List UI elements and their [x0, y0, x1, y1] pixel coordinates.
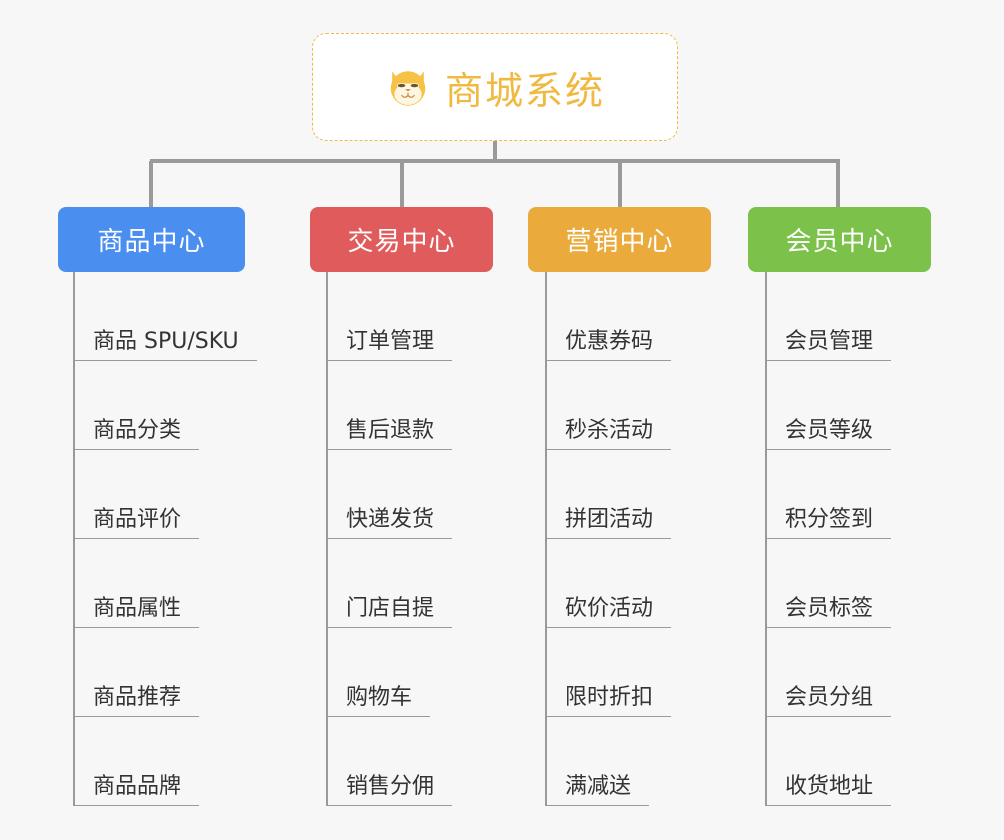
- list-item[interactable]: 秒杀活动: [547, 361, 711, 450]
- leaf-label: 商品评价: [75, 506, 200, 539]
- branch-trunk-line-1: [326, 272, 328, 806]
- list-item[interactable]: 限时折扣: [547, 628, 711, 717]
- leaf-label: 销售分佣: [328, 773, 453, 806]
- branch-trunk-line-3: [765, 272, 767, 806]
- list-item[interactable]: 会员标签: [767, 539, 931, 628]
- branch-header-1[interactable]: 交易中心: [310, 207, 493, 272]
- branch-column-3: 会员中心 会员管理 会员等级 积分签到 会员标签 会员分组 收货地址: [748, 207, 931, 806]
- list-item[interactable]: 拼团活动: [547, 450, 711, 539]
- leaf-label: 售后退款: [328, 417, 453, 450]
- list-item[interactable]: 购物车: [328, 628, 493, 717]
- leaf-label: 会员标签: [767, 595, 892, 628]
- list-item[interactable]: 会员等级: [767, 361, 931, 450]
- branch-body-0: 商品 SPU/SKU 商品分类 商品评价 商品属性 商品推荐 商品品牌: [58, 272, 257, 806]
- list-item[interactable]: 门店自提: [328, 539, 493, 628]
- list-item[interactable]: 快递发货: [328, 450, 493, 539]
- list-item[interactable]: 商品品牌: [75, 717, 245, 806]
- branch-header-2[interactable]: 营销中心: [528, 207, 711, 272]
- leaf-label: 限时折扣: [547, 684, 672, 717]
- branch-header-3[interactable]: 会员中心: [748, 207, 931, 272]
- root-node[interactable]: 商城系统: [312, 33, 678, 141]
- leaf-label: 购物车: [328, 684, 431, 717]
- leaf-label: 满减送: [547, 773, 650, 806]
- list-item[interactable]: 售后退款: [328, 361, 493, 450]
- list-item[interactable]: 商品分类: [75, 361, 245, 450]
- leaf-label: 商品 SPU/SKU: [75, 328, 257, 361]
- leaf-label: 会员管理: [767, 328, 892, 361]
- leaf-label: 拼团活动: [547, 506, 672, 539]
- branch-column-1: 交易中心 订单管理 售后退款 快递发货 门店自提 购物车 销售分佣: [310, 207, 493, 806]
- leaf-label: 快递发货: [328, 506, 453, 539]
- branch-body-2: 优惠券码 秒杀活动 拼团活动 砍价活动 限时折扣 满减送: [528, 272, 711, 806]
- leaf-label: 会员等级: [767, 417, 892, 450]
- leaf-label: 优惠券码: [547, 328, 672, 361]
- branch-column-2: 营销中心 优惠券码 秒杀活动 拼团活动 砍价活动 限时折扣 满减送: [528, 207, 711, 806]
- list-item[interactable]: 商品 SPU/SKU: [75, 272, 257, 361]
- leaf-label: 订单管理: [328, 328, 453, 361]
- leaf-label: 门店自提: [328, 595, 453, 628]
- leaf-list-2: 优惠券码 秒杀活动 拼团活动 砍价活动 限时折扣 满减送: [528, 272, 711, 806]
- list-item[interactable]: 会员分组: [767, 628, 931, 717]
- branch-trunk-line-0: [73, 272, 75, 806]
- leaf-label: 商品分类: [75, 417, 200, 450]
- list-item[interactable]: 砍价活动: [547, 539, 711, 628]
- leaf-label: 会员分组: [767, 684, 892, 717]
- list-item[interactable]: 收货地址: [767, 717, 931, 806]
- list-item[interactable]: 满减送: [547, 717, 711, 806]
- branch-header-0[interactable]: 商品中心: [58, 207, 245, 272]
- leaf-list-1: 订单管理 售后退款 快递发货 门店自提 购物车 销售分佣: [310, 272, 493, 806]
- dog-face-icon: [385, 64, 431, 110]
- leaf-label: 商品推荐: [75, 684, 200, 717]
- root-title: 商城系统: [444, 68, 605, 113]
- leaf-label: 商品属性: [75, 595, 200, 628]
- branch-body-3: 会员管理 会员等级 积分签到 会员标签 会员分组 收货地址: [748, 272, 931, 806]
- list-item[interactable]: 积分签到: [767, 450, 931, 539]
- list-item[interactable]: 商品推荐: [75, 628, 245, 717]
- branch-body-1: 订单管理 售后退款 快递发货 门店自提 购物车 销售分佣: [310, 272, 493, 806]
- branch-trunk-line-2: [545, 272, 547, 806]
- leaf-label: 积分签到: [767, 506, 892, 539]
- leaf-list-3: 会员管理 会员等级 积分签到 会员标签 会员分组 收货地址: [748, 272, 931, 806]
- leaf-label: 商品品牌: [75, 773, 200, 806]
- leaf-label: 收货地址: [767, 773, 892, 806]
- list-item[interactable]: 会员管理: [767, 272, 931, 361]
- list-item[interactable]: 订单管理: [328, 272, 493, 361]
- list-item[interactable]: 优惠券码: [547, 272, 711, 361]
- leaf-list-0: 商品 SPU/SKU 商品分类 商品评价 商品属性 商品推荐 商品品牌: [58, 272, 257, 806]
- list-item[interactable]: 商品评价: [75, 450, 245, 539]
- leaf-label: 秒杀活动: [547, 417, 672, 450]
- branch-column-0: 商品中心 商品 SPU/SKU 商品分类 商品评价 商品属性 商品推荐 商品品牌: [58, 207, 257, 806]
- leaf-label: 砍价活动: [547, 595, 672, 628]
- list-item[interactable]: 销售分佣: [328, 717, 493, 806]
- list-item[interactable]: 商品属性: [75, 539, 245, 628]
